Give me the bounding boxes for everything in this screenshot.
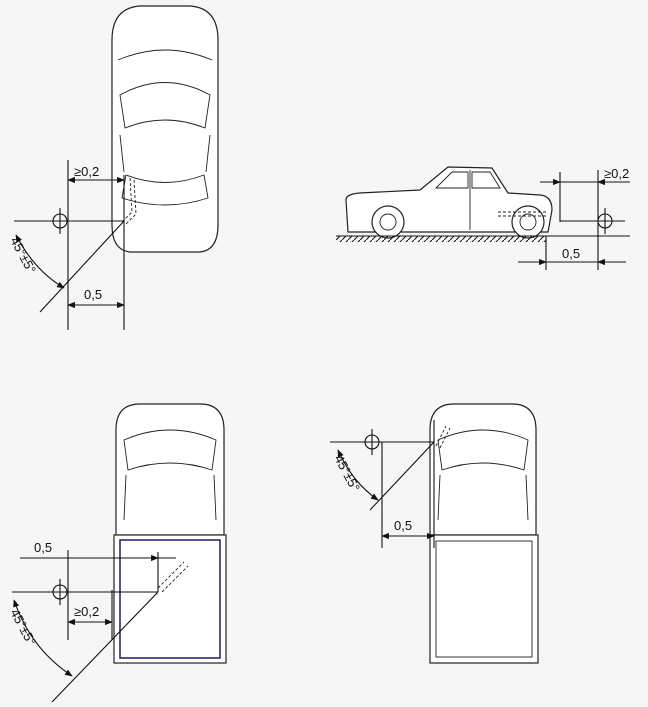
angle-label: 45°±5° bbox=[7, 606, 39, 648]
diagram-bottom-left: 0,5 ≥0,2 45°±5° bbox=[7, 403, 227, 703]
dimension-label: ≥0,2 bbox=[74, 604, 99, 619]
lamp-symbol bbox=[597, 208, 613, 234]
angle-line bbox=[51, 591, 159, 703]
dimension-label: 0,5 bbox=[562, 246, 580, 261]
lamp-symbol bbox=[52, 208, 68, 234]
angle-label: 45°±5° bbox=[331, 452, 363, 494]
truck-top-view bbox=[113, 403, 227, 664]
car-top-view bbox=[111, 5, 219, 253]
dimension-label: 0,5 bbox=[84, 287, 102, 302]
diagram-top-right: ≥0,2 0,5 bbox=[336, 166, 630, 270]
angle-line bbox=[39, 220, 125, 313]
dimension-label: 0,5 bbox=[394, 518, 412, 533]
angle-line bbox=[369, 441, 435, 511]
diagram-bottom-right: 45°±5° 0,5 bbox=[330, 403, 539, 664]
dimension-label: ≥0,2 bbox=[74, 164, 99, 179]
angle-label: 45°±5° bbox=[7, 234, 39, 276]
ground-hatch bbox=[336, 236, 546, 242]
truck-top-view bbox=[429, 403, 539, 664]
dimension-label: 0,5 bbox=[34, 540, 52, 555]
angle-arc bbox=[337, 449, 379, 501]
angle-arc bbox=[13, 599, 73, 677]
angle-arc bbox=[15, 234, 65, 289]
dimension-label: ≥0,2 bbox=[604, 166, 629, 181]
diagram-top-left: ≥0,2 45°±5° 0,5 bbox=[7, 5, 219, 330]
car-side-view bbox=[345, 166, 553, 239]
